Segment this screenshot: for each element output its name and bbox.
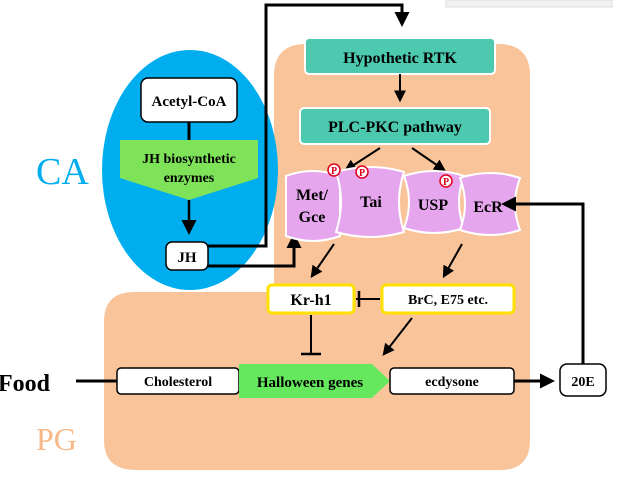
top-right-strip — [445, 0, 613, 8]
pg-region — [104, 44, 530, 470]
ca-label: CA — [36, 151, 89, 193]
plc-to-tai-arrow — [343, 147, 381, 172]
phospho-marker-usp: P — [439, 174, 453, 188]
brc-e75-label: BrC, E75 etc. — [408, 293, 488, 308]
met-gce-receptor — [285, 170, 341, 242]
jh-biosynthetic-enzymes-shape — [120, 140, 258, 200]
hypothetic-rtk-label: Hypothetic RTK — [343, 50, 457, 67]
brc-to-halloween-arrow — [382, 317, 413, 356]
halloween-genes-shape — [239, 364, 390, 398]
ecr-label: EcR — [473, 199, 503, 216]
plc-pkc-label: PLC-PKC pathway — [328, 119, 462, 136]
svg-text:P: P — [359, 168, 365, 179]
pg-label: PG — [36, 421, 77, 457]
svg-text:P: P — [331, 166, 337, 177]
plc-pkc-box — [299, 107, 491, 145]
usp-label: USP — [418, 197, 448, 214]
tai-label: Tai — [360, 194, 382, 211]
ecdysone-label: ecdysone — [425, 375, 479, 390]
jh-to-rtk-arrow — [208, 3, 410, 248]
met-gce-label-line2: Gce — [299, 209, 326, 226]
ecr-receptor — [458, 172, 522, 236]
jh-enzymes-label-line2: enzymes — [164, 171, 215, 186]
food-label: Food — [0, 371, 51, 397]
jh-enzymes-label-line1: JH biosynthetic — [142, 152, 236, 167]
jh-box — [165, 241, 209, 271]
kr-h1-box — [266, 283, 356, 315]
jh-label: JH — [177, 250, 197, 266]
acetyl-coa-label: Acetyl-CoA — [152, 94, 227, 110]
cholesterol-label: Cholesterol — [144, 375, 212, 390]
met-to-krh1-arrow — [310, 243, 335, 278]
plc-to-usp-arrow — [411, 147, 446, 172]
kr-h1-label: Kr-h1 — [290, 292, 331, 309]
20e-to-ecr-arrow — [501, 196, 585, 364]
phospho-marker-tai: P — [355, 165, 369, 179]
met-gce-label-line1: Met/ — [296, 187, 329, 204]
tai-receptor — [334, 166, 406, 238]
ecr-to-brc-arrow — [442, 243, 463, 279]
jh-to-met-arrow — [208, 233, 302, 268]
svg-text:P: P — [443, 177, 449, 188]
phospho-marker-met: P — [327, 163, 341, 177]
20e-label: 20E — [571, 375, 594, 390]
halloween-genes-label: Halloween genes — [257, 375, 363, 391]
brc-e75-box — [380, 283, 516, 315]
